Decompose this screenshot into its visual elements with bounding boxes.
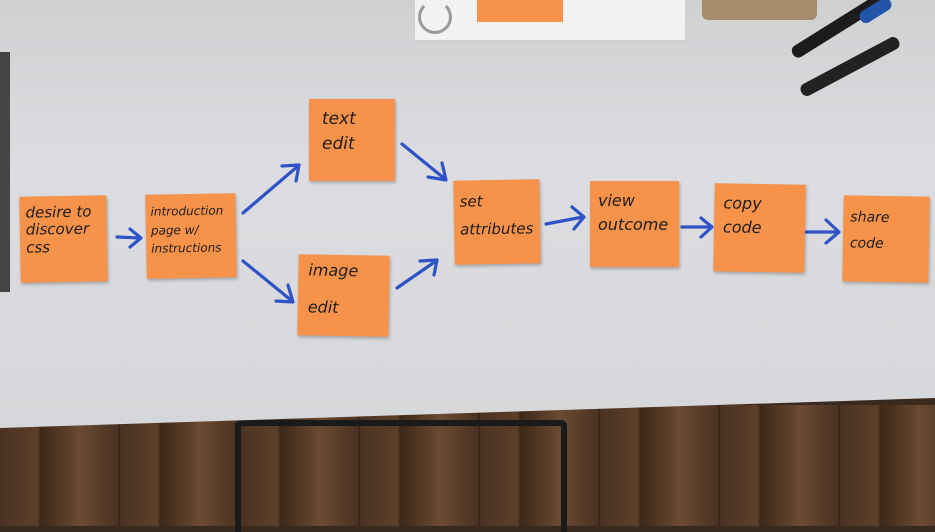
- monitor-stand: [0, 52, 10, 292]
- sticky-note-image-edit: image edit: [297, 254, 390, 337]
- arrow-copy-to-share: [804, 218, 841, 245]
- index-card-stack: [415, 0, 685, 42]
- sticky-note-copy-code: copy code: [713, 183, 806, 273]
- arrow-attributes-to-view: [544, 205, 586, 231]
- sticky-note-view-outcome: view outcome: [590, 181, 679, 267]
- note-label: image edit: [307, 260, 359, 317]
- sticky-note-desire: desire to discover css: [19, 195, 108, 283]
- arrow-view-to-copy: [680, 216, 714, 239]
- note-label: text edit: [322, 109, 356, 154]
- note-label: desire to discover css: [25, 202, 92, 257]
- orange-sticky-tab: [477, 0, 563, 22]
- note-label: introduction page w/ instructions: [150, 203, 224, 256]
- note-label: share code: [849, 209, 890, 252]
- arrow-desire-to-intro: [115, 227, 143, 249]
- sticky-note-text-edit: text edit: [309, 99, 395, 181]
- binder-rings: [418, 0, 452, 34]
- arrow-text-to-attributes: [400, 142, 448, 182]
- note-label: set attributes: [459, 192, 534, 239]
- sticky-note-set-attributes: set attributes: [453, 179, 541, 265]
- arrow-image-to-attributes: [395, 258, 439, 290]
- note-label: view outcome: [598, 191, 669, 234]
- chair: [235, 420, 567, 532]
- arrow-intro-to-text: [241, 163, 301, 215]
- tape-roll: [702, 0, 817, 20]
- arrow-intro-to-image: [241, 259, 295, 304]
- note-label: copy code: [722, 193, 762, 238]
- sticky-note-share-code: share code: [842, 195, 930, 283]
- sticky-note-introduction: introduction page w/ instructions: [145, 193, 237, 279]
